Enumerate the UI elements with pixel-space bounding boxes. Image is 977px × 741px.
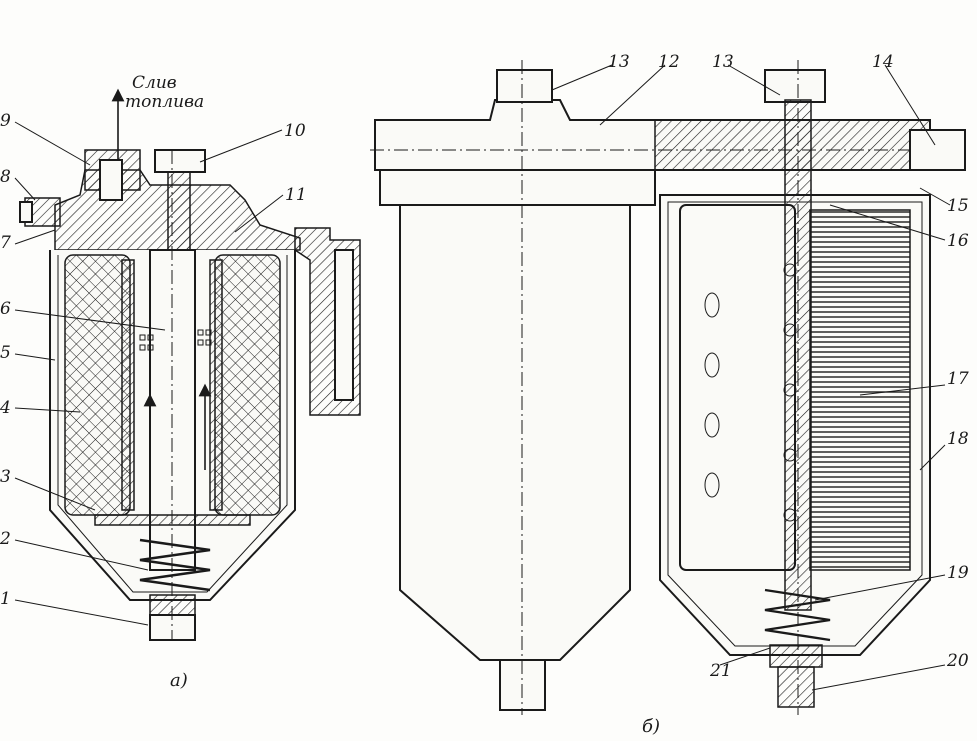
callout-21: 21 [709,661,732,681]
callout-7: 7 [0,233,11,253]
side-fitting-nut [19,201,33,223]
bracket-slot [334,249,354,401]
callout-2: 2 [0,529,11,549]
drain-plug-channel [99,159,123,201]
drum-holes [704,263,797,522]
filter-element-right [214,254,281,516]
inner-screen-right [209,259,223,511]
drain-label-line1: Слив [132,73,177,93]
tube-holes [139,329,212,351]
left-bowl-exterior [384,169,656,661]
callout-5: 5 [0,343,11,363]
caption-b: б) [642,716,660,737]
left-bolt-head [496,69,553,103]
spring-b [764,588,831,642]
callout-1: 1 [0,589,11,609]
drain-label-line2: топлива [125,92,204,112]
callout-12: 12 [658,52,680,72]
leaders-a [14,121,284,626]
drain-nut-b [769,644,823,668]
figure-b [370,60,966,715]
callout-17: 17 [947,369,969,389]
center-bolt-head [154,149,206,173]
callout-13-left: 13 [608,52,630,72]
callout-18: 18 [947,429,969,449]
callout-3: 3 [0,467,11,487]
drain-plug-b [777,666,815,708]
leaders-b [551,64,951,691]
callout-11: 11 [285,185,307,205]
paper-element-drum [679,204,796,571]
figure-a [14,88,361,641]
caption-a: а) [170,670,188,691]
callout-8: 8 [0,167,11,187]
callout-13-right: 13 [712,52,734,72]
callout-15: 15 [947,196,969,216]
fin-element [809,209,911,571]
spring-a [139,538,211,592]
callout-9: 9 [0,111,11,131]
right-bolt-head [764,69,826,103]
callout-19: 19 [947,563,969,583]
callout-20: 20 [946,651,969,671]
filter-element-left [64,254,131,516]
callout-10: 10 [284,121,306,141]
outlet-fitting [909,129,966,171]
callout-14: 14 [872,52,894,72]
callout-4: 4 [0,398,11,418]
callout-16: 16 [947,231,969,251]
inner-screen-left [121,259,135,511]
callouts: 1 2 3 4 5 6 7 8 9 10 11 12 13 13 14 15 1… [0,52,969,681]
left-bowl-rim [379,169,656,206]
callout-6: 6 [0,299,11,319]
